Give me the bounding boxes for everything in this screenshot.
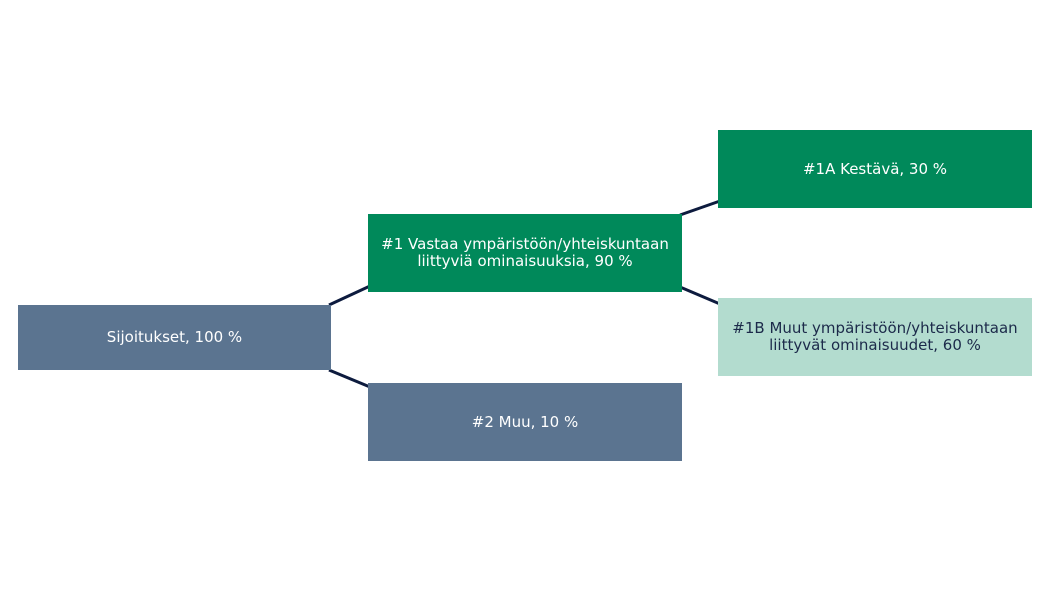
node-2-muu: #2 Muu, 10 % — [368, 383, 682, 461]
node-1a-kestava: #1A Kestävä, 30 % — [718, 130, 1032, 208]
node-label: #1 Vastaa ympäristöön/yhteiskuntaan liit… — [381, 235, 669, 270]
connector-root-n1 — [328, 284, 371, 307]
connector-n1-n1b — [679, 285, 721, 306]
node-1-vastaa: #1 Vastaa ympäristöön/yhteiskuntaan liit… — [368, 214, 682, 292]
node-label: #1A Kestävä, 30 % — [802, 159, 948, 178]
node-sijoitukset: Sijoitukset, 100 % — [18, 305, 331, 370]
connector-n1-n1a — [679, 199, 721, 217]
node-label: #2 Muu, 10 % — [471, 412, 579, 431]
node-label: Sijoitukset, 100 % — [106, 328, 243, 346]
node-label: #1B Muut ympäristöön/yhteiskuntaan liitt… — [732, 319, 1018, 354]
connector-root-n2 — [328, 368, 371, 389]
node-1b-muut: #1B Muut ympäristöön/yhteiskuntaan liitt… — [718, 298, 1032, 376]
